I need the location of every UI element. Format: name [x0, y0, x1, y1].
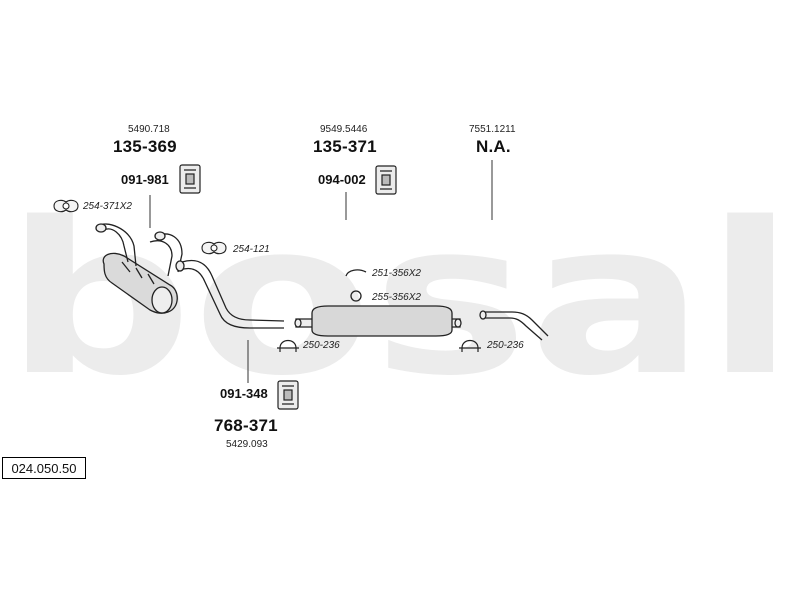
middle-silencer: [294, 305, 462, 337]
clamp-mid-label: 250-236: [303, 340, 340, 351]
clamp-rear-label: 250-236: [487, 340, 524, 351]
gasket-pipe-icon: [201, 241, 227, 255]
clamp-ring-icon: [345, 269, 367, 277]
seal-ring-label: 255-356X2: [372, 292, 421, 303]
clamp-ring-label: 251-356X2: [372, 268, 421, 279]
middle-ref-number: 9549.5446: [320, 124, 368, 135]
front-pipe: [175, 259, 285, 329]
middle-part-number: 135-371: [313, 137, 377, 156]
clamp-mid-icon: [277, 339, 299, 352]
gasket-pipe-label: 254-121: [233, 244, 270, 255]
rear-ref-number: 7551.1211: [469, 124, 516, 135]
gasket-front-label: 254-371X2: [83, 201, 132, 212]
diagram-code: 024.050.50: [2, 457, 86, 479]
mount-bracket-front: [179, 164, 201, 194]
front-part-number: 135-369: [113, 137, 177, 156]
seal-ring-icon: [350, 290, 362, 302]
rear-part-number: N.A.: [476, 137, 511, 156]
mount-bracket-bottom: [277, 380, 299, 410]
rear-tailpipe: [479, 310, 549, 341]
clamp-rear-icon: [459, 339, 481, 352]
bottom-mount-number: 091-348: [220, 386, 268, 401]
front-mount-number: 091-981: [121, 172, 169, 187]
front-ref-number: 5490.718: [128, 124, 170, 135]
gasket-front-icon: [53, 199, 79, 213]
middle-mount-number: 094-002: [318, 172, 366, 187]
front-silencer: [95, 223, 183, 314]
mount-bracket-middle: [375, 165, 397, 195]
bottom-part-number: 768-371: [214, 416, 278, 435]
bottom-ref-number: 5429.093: [226, 439, 268, 450]
